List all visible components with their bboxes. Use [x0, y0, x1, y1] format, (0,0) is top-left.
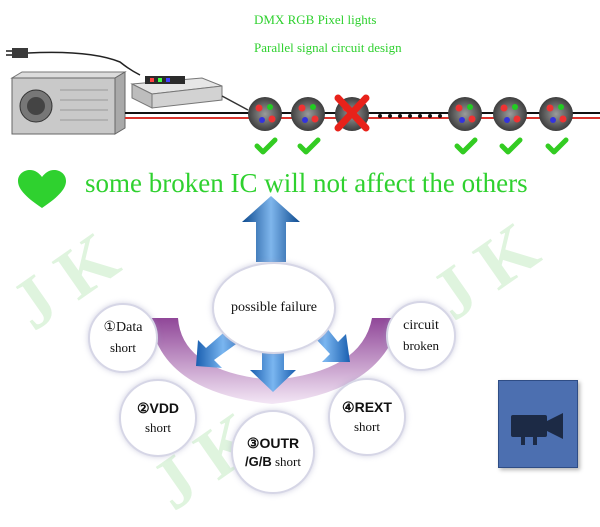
headline-text: some broken IC will not affect the other… — [85, 168, 528, 198]
diagram-subtitle: Parallel signal circuit design — [254, 40, 402, 55]
failure-label-line2-3: /G/B short — [245, 453, 301, 471]
failure-circuit-broken: circuit broken — [386, 301, 456, 371]
failure-label-line3: short — [274, 454, 301, 469]
check-icon — [254, 137, 278, 155]
failure-data-short: ①Data short — [88, 303, 158, 373]
video-button[interactable] — [498, 380, 578, 468]
led-pixel-4 — [448, 97, 482, 131]
failure-label-line1: ①Data — [103, 320, 143, 335]
check-icon — [454, 137, 478, 155]
failure-label-line1: ④REXT — [342, 399, 392, 415]
failure-label-line1: ②VDD — [136, 400, 180, 416]
diagram-title: DMX RGB Pixel lights — [254, 12, 377, 27]
failure-label-line2: short — [145, 420, 171, 435]
x-mark-icon — [334, 94, 370, 132]
pixel-light-circuit — [6, 48, 600, 155]
failure-label-line2: short — [354, 419, 380, 434]
power-supply-icon — [10, 71, 127, 135]
led-pixel-5 — [493, 97, 527, 131]
possible-failure-node: possible failure — [212, 262, 336, 354]
led-pixel-1 — [248, 97, 282, 131]
failure-label-line2: short — [110, 340, 136, 355]
arrow-up-icon — [242, 196, 300, 262]
power-plug-icon — [6, 48, 141, 76]
failure-label-line2: broken — [402, 338, 440, 353]
dmx-controller-icon — [130, 76, 223, 109]
check-icon — [297, 137, 321, 155]
failure-label-line1: ③OUTR — [246, 435, 300, 451]
video-camera-icon — [511, 413, 563, 445]
purple-band — [150, 318, 400, 404]
heart-icon — [18, 170, 66, 208]
failure-rext-short: ④REXT short — [328, 378, 406, 456]
possible-failure-label: possible failure — [231, 300, 317, 315]
led-pixel-6 — [539, 97, 573, 131]
ellipsis-dots — [378, 114, 442, 118]
led-pixel-2 — [291, 97, 325, 131]
failure-label-line2: /G/B — [245, 454, 272, 469]
failure-label-line1: circuit — [403, 318, 439, 333]
failure-vdd-short: ②VDD short — [119, 379, 197, 457]
check-icon — [545, 137, 569, 155]
check-icon — [499, 137, 523, 155]
failure-outr-short: ③OUTR /G/B short — [231, 410, 315, 494]
arrow-down-icon — [250, 340, 296, 392]
